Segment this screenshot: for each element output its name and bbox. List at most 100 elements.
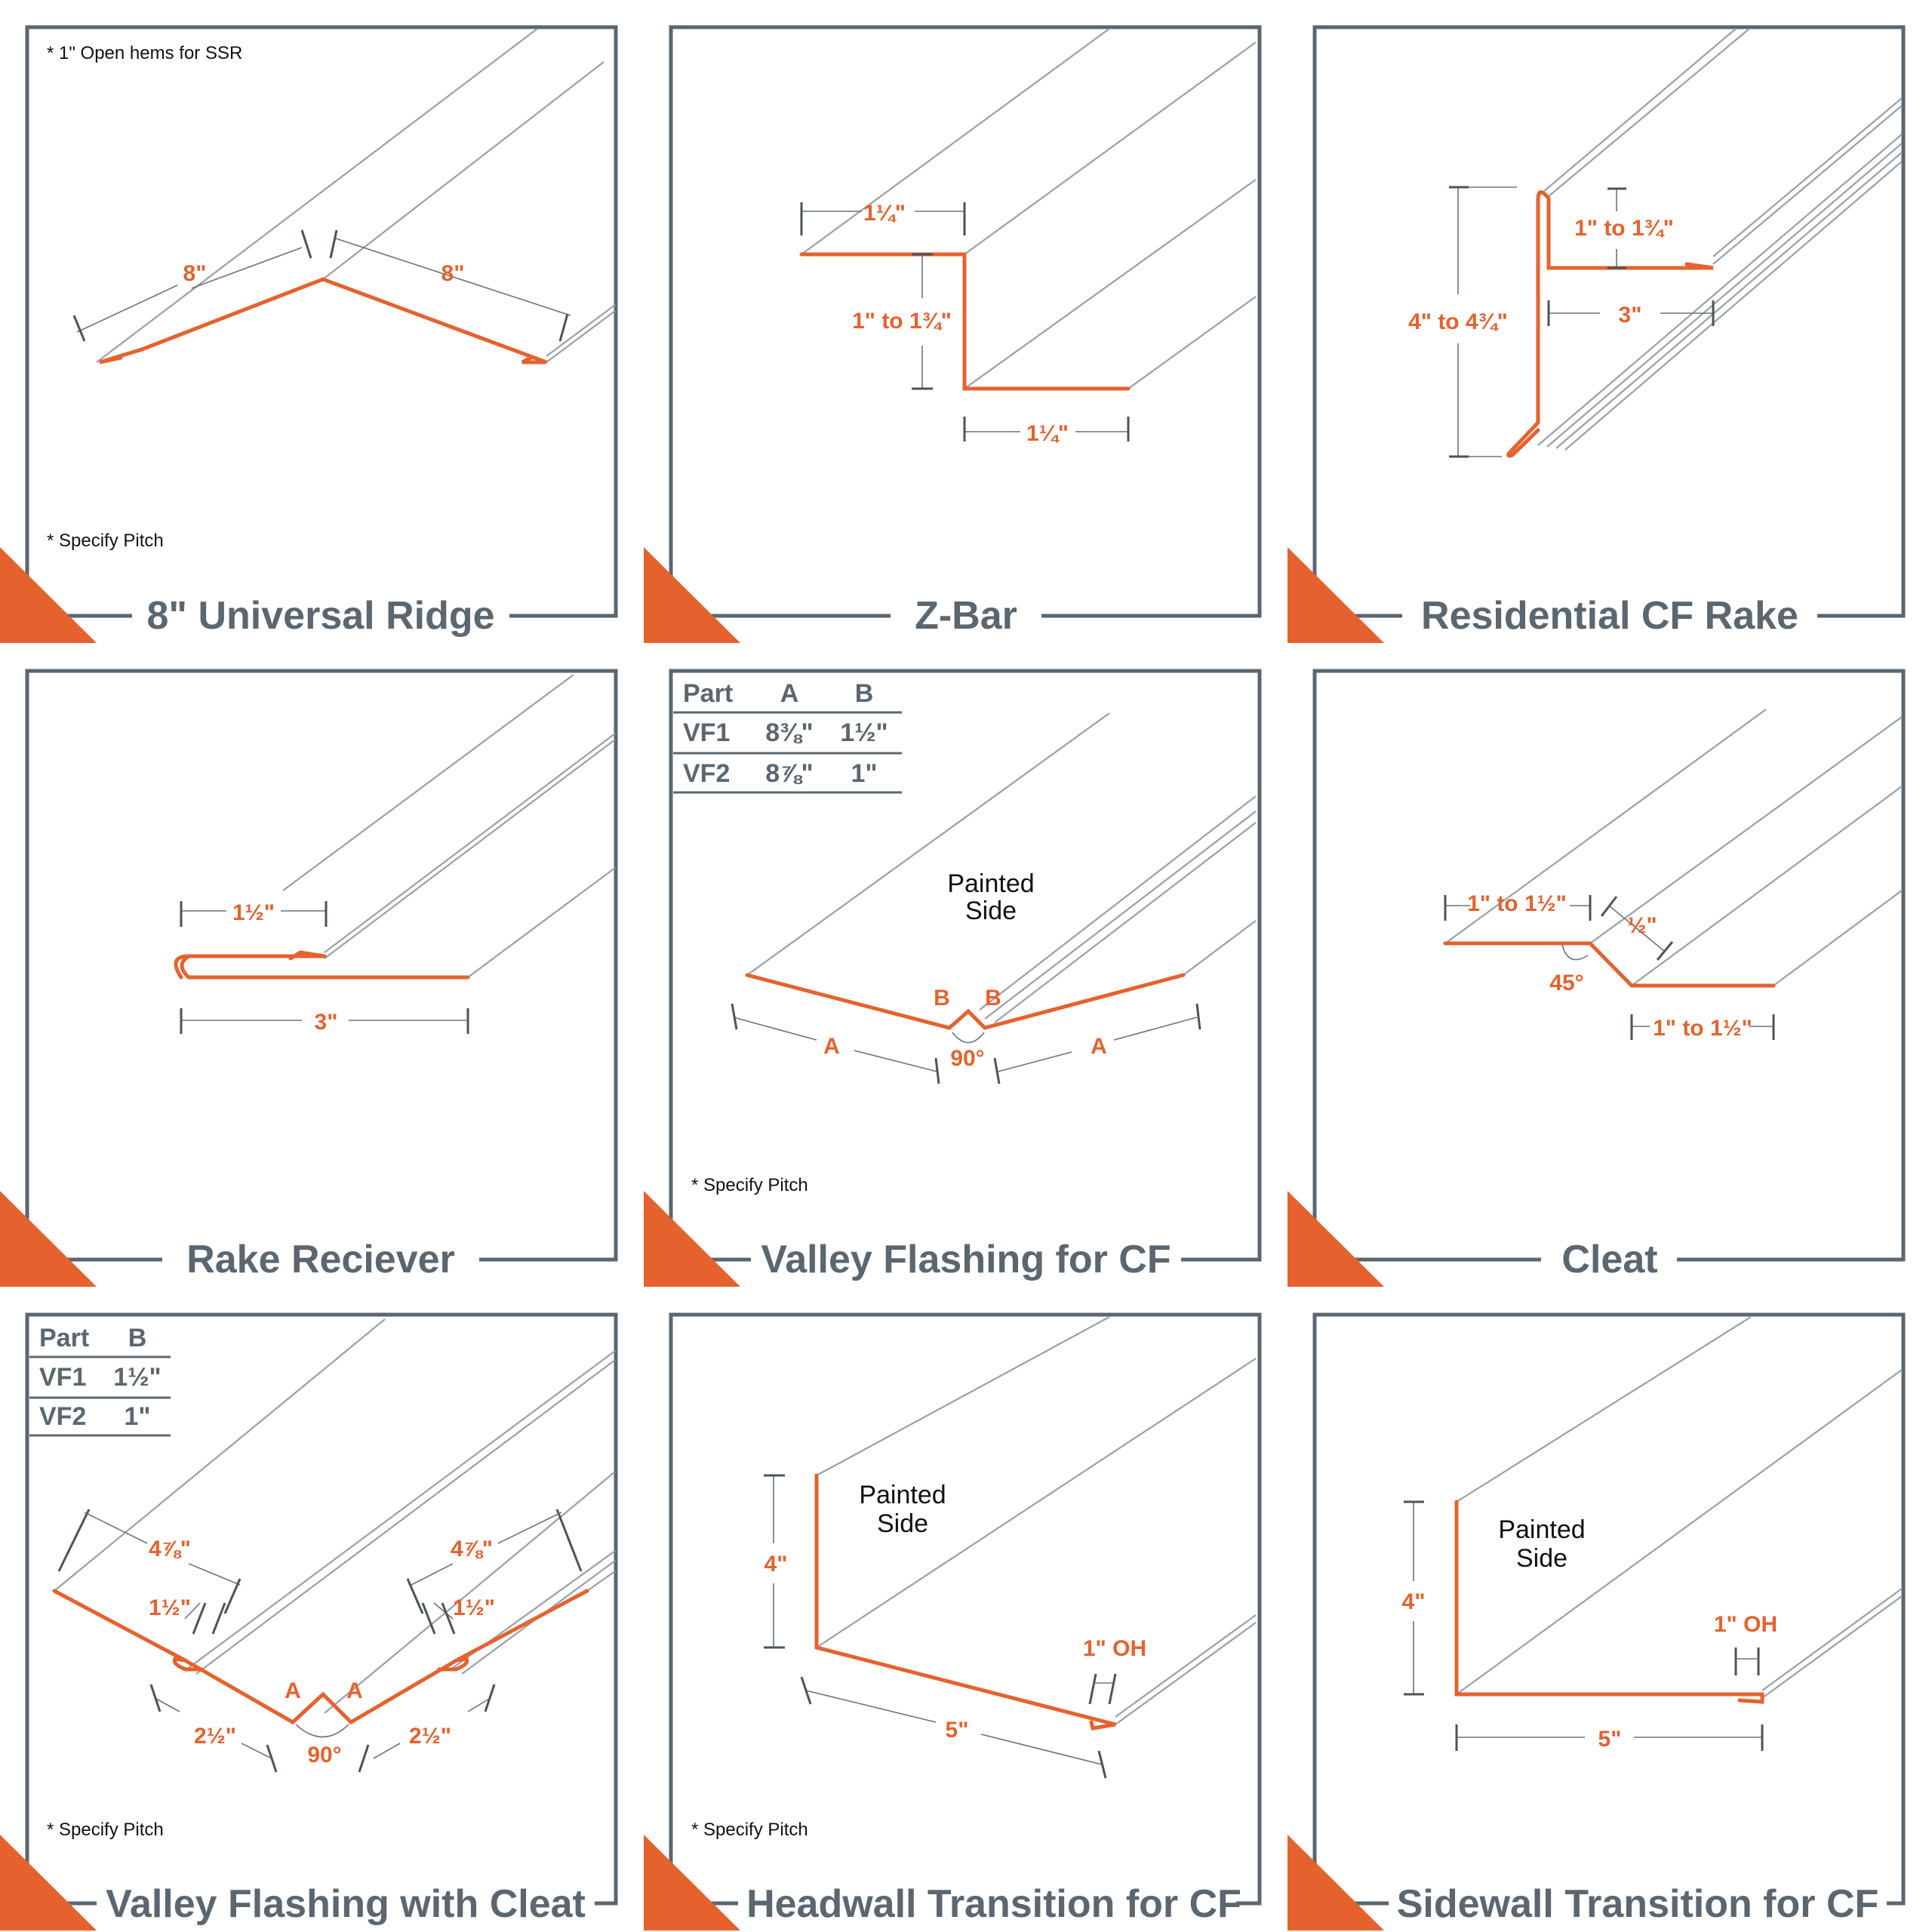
- table-header-b: B: [855, 679, 874, 708]
- panel-title: Headwall Transition for CF: [746, 1882, 1241, 1926]
- note-specify-pitch: * Specify Pitch: [691, 1175, 808, 1195]
- dim-top: 1¼": [863, 201, 906, 226]
- dim-right: 8": [441, 261, 465, 286]
- spec-table: Part B VF1 1½" VF2 1": [29, 1324, 171, 1437]
- dim-bottom-right: 2½": [409, 1724, 451, 1749]
- panel-cleat: Cleat 1" to 1½" ½" 45° 1" to 1½": [1287, 669, 1906, 1287]
- dim-a-right: A: [1091, 1034, 1107, 1059]
- table-header-part: Part: [683, 679, 733, 708]
- panel-headwall-transition: Headwall Transition for CF * Specify Pit…: [644, 1312, 1262, 1932]
- table-cell: 8⅜": [765, 718, 813, 747]
- corner-triangle: [644, 1835, 740, 1930]
- painted-side-label: Side: [965, 897, 1017, 925]
- valley-cleat-drawing: 4⅞" 4⅞" 1½" 1½" A A 2½" 2½" 90°: [52, 1318, 616, 1773]
- note-open-hems: * 1" Open hems for SSR: [47, 43, 242, 63]
- headwall-drawing: 4" 1" OH 5" Painted Side: [764, 1316, 1257, 1779]
- dim-height: 4": [1402, 1589, 1426, 1614]
- corner-triangle: [1287, 1835, 1384, 1930]
- dim-angle: 90°: [307, 1743, 341, 1767]
- corner-triangle: [0, 547, 97, 643]
- dim-a-left: A: [285, 1678, 301, 1703]
- panel-z-bar: Z-Bar 1¼" 1" to 1¾" 1¼": [644, 25, 1262, 643]
- corner-triangle: [1287, 547, 1384, 643]
- panel-sidewall-transition: Sidewall Transition for CF 4" 1" OH 5" P…: [1287, 1312, 1906, 1932]
- ridge-drawing: 8" 8": [72, 28, 616, 365]
- painted-side-label: Painted: [859, 1481, 946, 1509]
- panel-frame: [1312, 25, 1906, 618]
- table-cell: 1": [851, 759, 877, 788]
- cleat-drawing: 1" to 1½" ½" 45° 1" to 1½": [1443, 709, 1903, 1041]
- dim-width: 5": [946, 1718, 969, 1743]
- table-cell: VF1: [683, 718, 730, 747]
- panel-frame: [25, 1312, 618, 1906]
- title-gap: [751, 1232, 1181, 1284]
- title-gap: [97, 1875, 595, 1932]
- dim-bottom: 1" to 1½": [1653, 1016, 1752, 1041]
- dim-bottom-left: 2½": [194, 1724, 236, 1749]
- title-gap: [132, 587, 509, 640]
- corner-triangle: [0, 1835, 97, 1930]
- rake-drawing: 1" to 1¾" 4" to 4¾" 3": [1408, 28, 1903, 458]
- panel-title: Z-Bar: [915, 594, 1017, 638]
- panel-residential-cf-rake: Residential CF Rake: [1287, 25, 1906, 643]
- dim-leg: 1" to 1¾": [1574, 216, 1674, 241]
- painted-side-label: Side: [877, 1509, 928, 1538]
- dim-height: 4": [764, 1552, 788, 1577]
- panel-valley-flashing-cleat: Valley Flashing with Cleat * Specify Pit…: [0, 1312, 618, 1932]
- painted-side-label: Painted: [1498, 1515, 1585, 1544]
- corner-triangle: [644, 1191, 740, 1287]
- table-cell: 1": [124, 1402, 150, 1431]
- title-gap: [738, 1875, 1236, 1932]
- panel-frame: [25, 25, 618, 618]
- dim-b-left: B: [934, 986, 950, 1011]
- corner-triangle: [644, 547, 740, 643]
- dim-left: 8": [183, 261, 207, 286]
- table-header-a: A: [780, 679, 799, 708]
- dim-oh: 1" OH: [1083, 1636, 1146, 1661]
- dim-b-right: B: [985, 986, 1001, 1011]
- painted-side-label: Side: [1516, 1544, 1567, 1573]
- dim-a-right: A: [346, 1678, 363, 1703]
- table-header-b: B: [128, 1324, 147, 1352]
- note-specify-pitch: * Specify Pitch: [691, 1820, 808, 1840]
- dim-outer-left: 4⅞": [149, 1537, 191, 1561]
- valley-drawing: B B A 90° A Painted Side: [731, 712, 1257, 1084]
- dim-outer-right: 4⅞": [451, 1537, 493, 1561]
- dim-width: 3": [1619, 303, 1642, 328]
- dim-top: 1" to 1½": [1467, 891, 1567, 916]
- panel-frame: [669, 669, 1262, 1262]
- panel-universal-ridge: 8" Universal Ridge * 1" Open hems for SS…: [0, 25, 618, 643]
- dim-angle: 90°: [950, 1046, 984, 1071]
- dim-angle: 45°: [1549, 971, 1583, 995]
- dim-a-left: A: [823, 1034, 840, 1059]
- table-cell: 1½": [840, 718, 888, 747]
- panel-valley-flashing-cf: Valley Flashing for CF * Specify Pitch P…: [644, 669, 1262, 1287]
- title-gap: [1389, 1875, 1887, 1932]
- reciever-drawing: 1½" 3": [174, 674, 616, 1035]
- table-cell: 1½": [113, 1363, 161, 1392]
- table-header-part: Part: [39, 1324, 89, 1352]
- panel-title: Valley Flashing for CF: [761, 1238, 1171, 1281]
- title-gap: [1541, 1232, 1677, 1284]
- panel-title: Sidewall Transition for CF: [1397, 1882, 1879, 1926]
- zbar-drawing: 1¼" 1" to 1¾" 1¼": [799, 28, 1257, 446]
- dim-hem-right: 1½": [453, 1595, 495, 1620]
- panel-title: 8" Universal Ridge: [146, 594, 494, 638]
- painted-side-label: Painted: [947, 869, 1034, 898]
- panel-title: Residential CF Rake: [1421, 594, 1798, 638]
- dim-oh: 1" OH: [1714, 1612, 1777, 1637]
- note-specify-pitch: * Specify Pitch: [47, 1820, 164, 1840]
- panel-frame: [669, 1312, 1262, 1906]
- table-cell: VF1: [39, 1363, 86, 1392]
- title-gap: [1402, 587, 1817, 640]
- dim-height: 4" to 4¾": [1408, 309, 1508, 334]
- sidewall-drawing: 4" 1" OH 5" Painted Side: [1402, 1316, 1903, 1752]
- corner-triangle: [0, 1191, 97, 1287]
- note-specify-pitch: * Specify Pitch: [47, 531, 164, 551]
- dim-width: 5": [1598, 1727, 1622, 1752]
- panel-frame: [25, 669, 618, 1262]
- title-gap: [162, 1232, 479, 1284]
- spec-table: Part A B VF1 8⅜" 1½" VF2 8⅞" 1": [673, 679, 902, 794]
- dim-width: 3": [315, 1010, 338, 1035]
